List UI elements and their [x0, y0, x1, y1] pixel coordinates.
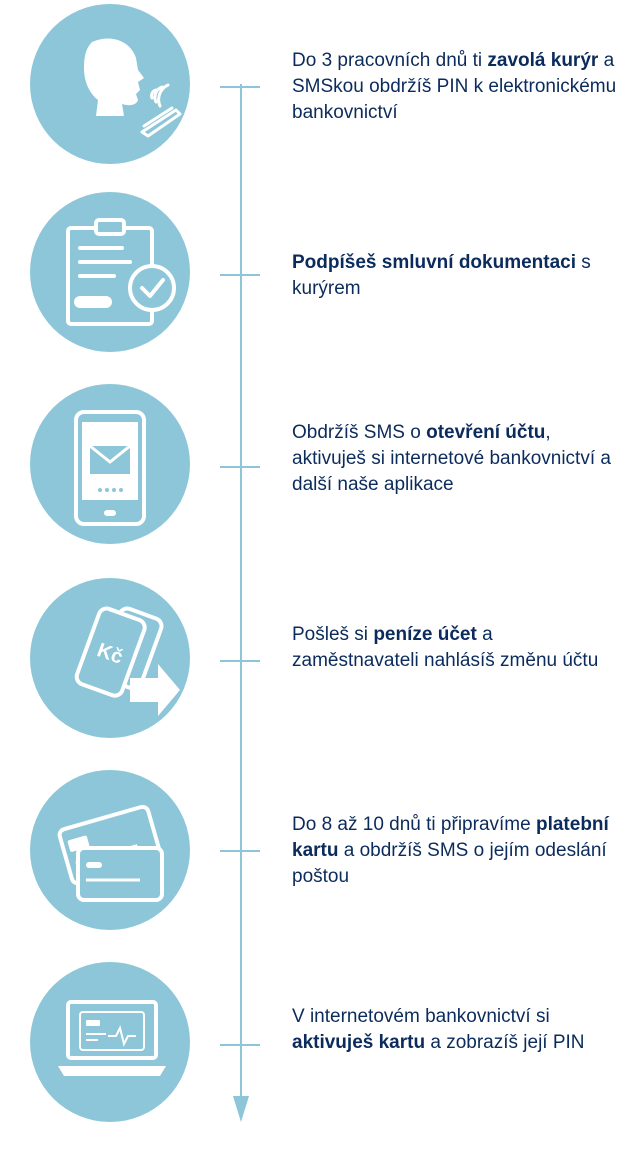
timeline-arrow-icon [233, 1096, 249, 1122]
timeline-tick [220, 850, 260, 852]
step-text-segment: Do 8 až 10 dnů ti připravíme [292, 814, 536, 835]
step-text: Obdržíš SMS o otevření účtu, aktivuješ s… [292, 420, 622, 498]
step-text-highlight: otevření účtu [426, 422, 546, 443]
step-text: Do 8 až 10 dnů ti připravíme platební ka… [292, 812, 622, 890]
step-text-segment: Obdržíš SMS o [292, 422, 427, 443]
step-6: V internetovém bankovnictví si aktivuješ… [0, 962, 640, 1152]
step-text: Pošleš si peníze účet a zaměstnavateli n… [292, 622, 622, 674]
timeline-tick [220, 1044, 260, 1046]
step-text-segment: a zobrazíš její PIN [425, 1032, 585, 1053]
step-2: Podpíšeš smluvní dokumentaci s kurýrem [0, 192, 640, 382]
phone-sms-icon [30, 384, 190, 544]
step-1: Do 3 pracovních dnů ti zavolá kurýr a SM… [0, 4, 640, 194]
step-text-segment: a obdržíš SMS o jejím odeslání poštou [292, 840, 607, 887]
step-text-highlight: peníze účet [373, 624, 477, 645]
step-text-segment: a zaměstnavateli nahlásíš změnu účtu [292, 624, 599, 671]
step-text: V internetovém bankovnictví si aktivuješ… [292, 1004, 622, 1056]
step-text-segment: Do 3 pracovních dnů ti [292, 50, 488, 71]
payment-cards-icon [30, 770, 190, 930]
step-text: Do 3 pracovních dnů ti zavolá kurýr a SM… [292, 48, 622, 126]
timeline-tick [220, 660, 260, 662]
step-text: Podpíšeš smluvní dokumentaci s kurýrem [292, 250, 622, 302]
step-text-highlight: zavolá kurýr [487, 50, 599, 71]
signed-document-icon [30, 192, 190, 352]
laptop-card-icon [30, 962, 190, 1122]
step-text-highlight: aktivuješ kartu [292, 1032, 426, 1053]
onboarding-steps-timeline: Do 3 pracovních dnů ti zavolá kurýr a SM… [0, 4, 640, 1122]
timeline-tick [220, 86, 260, 88]
courier-call-icon [30, 4, 190, 164]
timeline-tick [220, 466, 260, 468]
step-text-segment: a SMSkou obdržíš PIN k elektronickému ba… [292, 50, 617, 123]
step-text-segment: Pošleš si [292, 624, 374, 645]
timeline-line [240, 84, 242, 1104]
step-text-segment: s kurýrem [292, 252, 591, 299]
step-text-segment: V internetovém bankovnictví si [292, 1006, 550, 1027]
step-text-highlight: Podpíšeš smluvní dokumentaci [292, 252, 577, 273]
step-text-highlight: platební kartu [292, 814, 609, 861]
step-text-segment: , aktivuješ si internetové bankovnictví … [292, 422, 611, 495]
step-5: Do 8 až 10 dnů ti připravíme platební ka… [0, 770, 640, 960]
step-4: Kč Pošleš si peníze účet a zaměstnavatel… [0, 578, 640, 768]
timeline-tick [220, 274, 260, 276]
money-transfer-icon: Kč [30, 578, 190, 738]
step-3: Obdržíš SMS o otevření účtu, aktivuješ s… [0, 384, 640, 574]
